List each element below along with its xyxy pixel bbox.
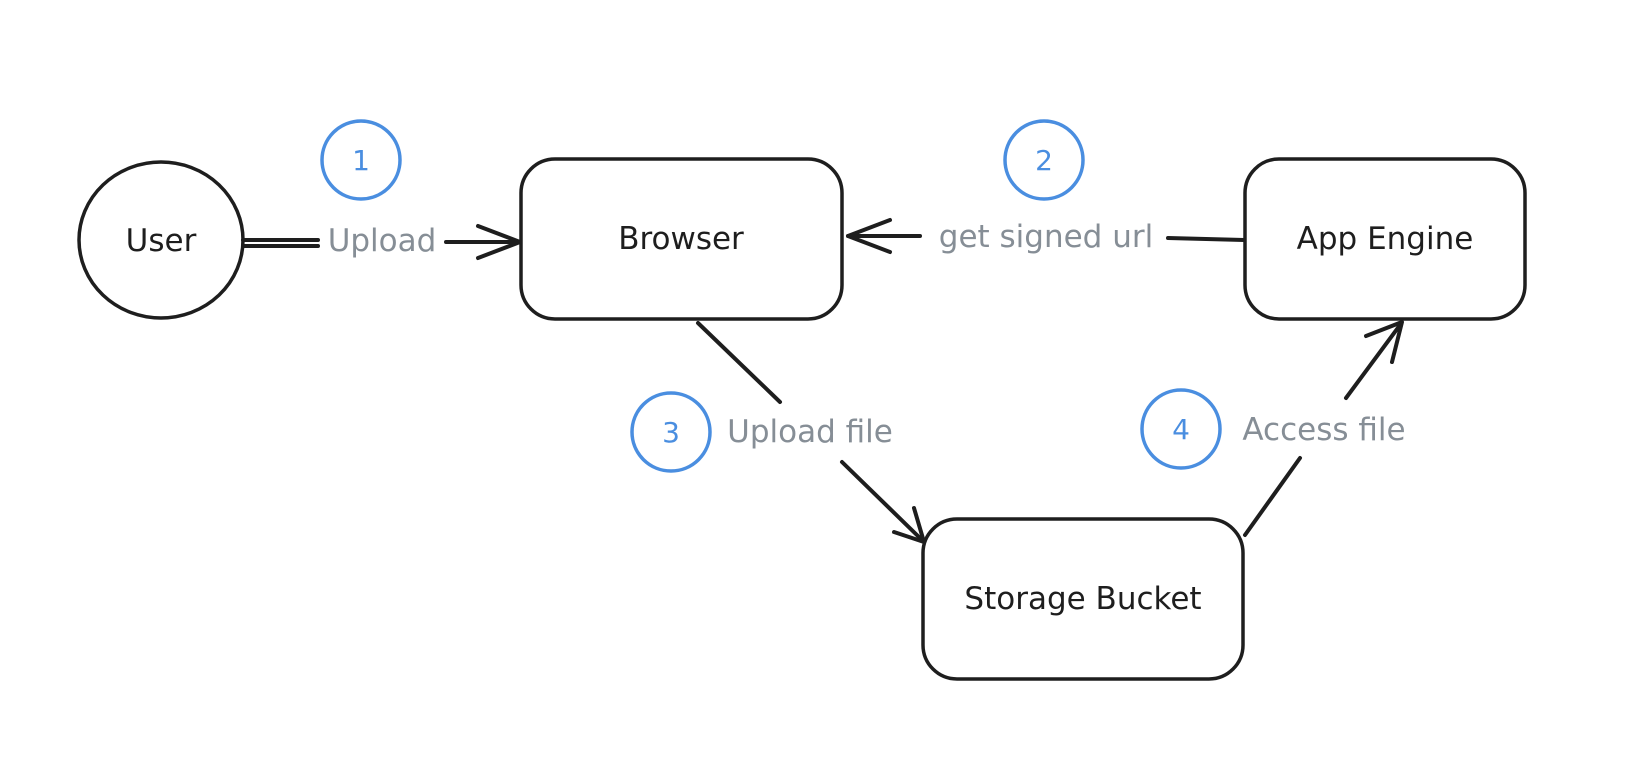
edge-access-file-arrowhead bbox=[1364, 320, 1404, 364]
step-badge-1: 1 bbox=[320, 119, 402, 201]
step-badge-3-circle bbox=[630, 391, 712, 473]
step-badge-4-circle bbox=[1140, 388, 1222, 470]
edge-access-file: Access file bbox=[1242, 320, 1406, 537]
edge-upload-file: Upload file bbox=[696, 321, 926, 544]
edge-access-file-line-b bbox=[1344, 323, 1402, 400]
node-browser[interactable]: Browser bbox=[519, 157, 844, 321]
step-badge-4-number: 4 bbox=[1172, 413, 1190, 446]
edge-get-signed-url-line-a bbox=[1166, 236, 1246, 242]
edge-get-signed-url: get signed url bbox=[846, 218, 1246, 255]
node-user-label: User bbox=[126, 223, 197, 259]
node-storage-bucket-label: Storage Bucket bbox=[964, 581, 1201, 617]
node-storage-bucket[interactable]: Storage Bucket bbox=[921, 517, 1245, 681]
edge-label-upload: Upload bbox=[328, 223, 437, 259]
node-user-shape bbox=[77, 160, 245, 320]
step-badge-2-circle bbox=[1003, 119, 1085, 201]
step-badge-3: 3 bbox=[630, 391, 712, 473]
node-browser-label: Browser bbox=[618, 221, 744, 257]
edge-label-access-file: Access file bbox=[1242, 412, 1405, 448]
node-app-engine-label: App Engine bbox=[1297, 221, 1474, 257]
node-app-engine-shape bbox=[1243, 157, 1527, 321]
node-app-engine[interactable]: App Engine bbox=[1243, 157, 1527, 321]
edge-access-file-line-a bbox=[1243, 456, 1302, 537]
step-badge-1-circle bbox=[320, 119, 402, 201]
step-badge-1-number: 1 bbox=[352, 144, 370, 177]
edge-upload: Upload bbox=[241, 223, 522, 260]
node-user[interactable]: User bbox=[77, 160, 245, 320]
edge-label-get-signed-url: get signed url bbox=[939, 219, 1153, 255]
edge-upload-file-line-b bbox=[840, 460, 924, 542]
step-badge-2: 2 bbox=[1003, 119, 1085, 201]
step-badge-2-number: 2 bbox=[1035, 144, 1053, 177]
step-badge-3-number: 3 bbox=[662, 416, 680, 449]
node-browser-shape bbox=[519, 157, 844, 321]
edge-get-signed-url-arrowhead bbox=[846, 218, 892, 254]
step-badge-4: 4 bbox=[1140, 388, 1222, 470]
edge-upload-file-line-a bbox=[696, 321, 782, 404]
edge-label-upload-file: Upload file bbox=[727, 414, 893, 450]
node-storage-bucket-shape bbox=[921, 517, 1245, 681]
